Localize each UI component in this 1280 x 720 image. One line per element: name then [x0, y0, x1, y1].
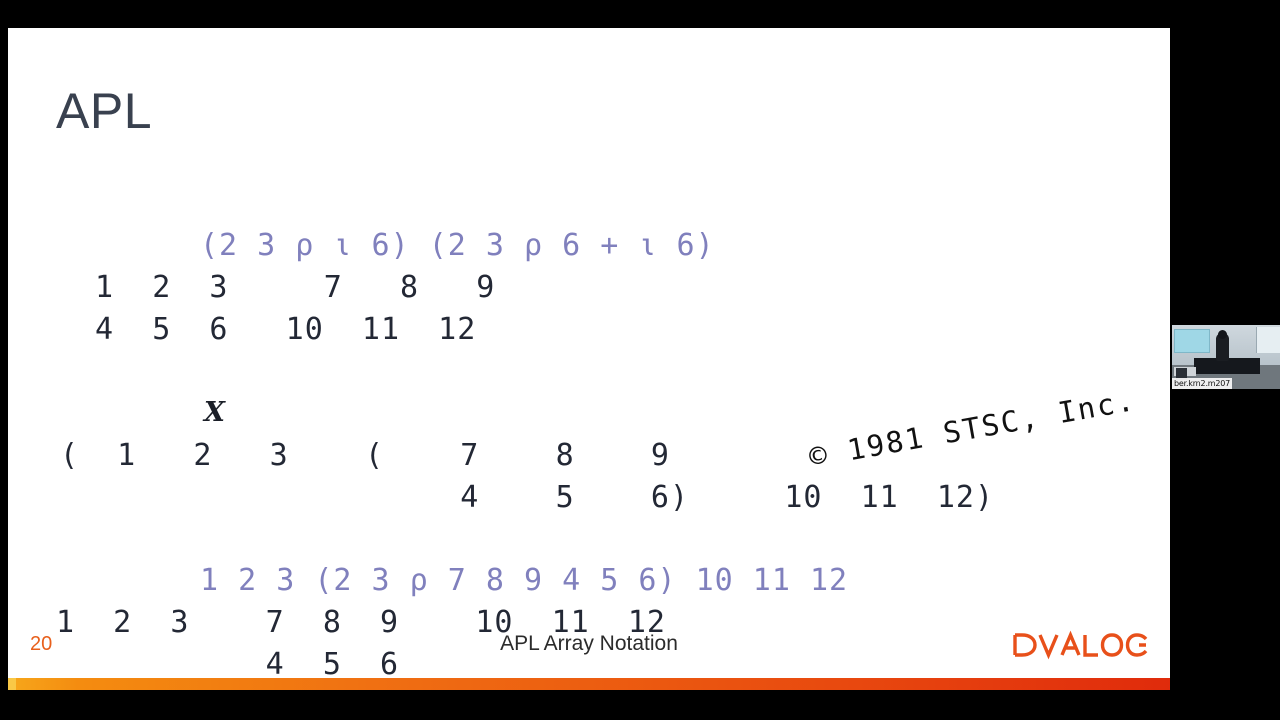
- apl-result-3-row-1: 1 2 3 7 8 9 10 11 12: [56, 605, 666, 640]
- webcam-presenter: [1216, 333, 1229, 361]
- presentation-slide: APL (2 3 ⍴ ⍳ 6) (2 3 ⍴ 6 + ⍳ 6) 1 2 3 7 …: [8, 28, 1170, 690]
- webcam-projection-screen: [1174, 329, 1210, 353]
- footer-accent-bar: [8, 678, 1170, 690]
- apl-result-2-row-2: 4 5 6) 10 11 12): [60, 480, 995, 515]
- webcam-lectern: [1194, 358, 1260, 374]
- webcam-overlay[interactable]: ber.krn2.m207: [1172, 325, 1280, 389]
- webcam-source-label: ber.krn2.m207: [1172, 378, 1233, 389]
- apl-expression-line-3: 1 2 3 (2 3 ⍴ 7 8 9 4 5 6) 10 11 12: [200, 563, 849, 598]
- webcam-chair: [1176, 368, 1187, 380]
- page-title: APL: [56, 83, 153, 139]
- apl-result-1-row-1: 1 2 3 7 8 9: [76, 270, 496, 305]
- dyalog-logo: [1013, 630, 1148, 660]
- footer-deck-title: APL Array Notation: [500, 632, 678, 655]
- copyright-stamp: © 1981 STSC, Inc.: [806, 383, 1139, 474]
- annotation-marker-x: X: [204, 397, 225, 428]
- slide-number: 20: [30, 633, 53, 655]
- apl-result-1-row-2: 4 5 6 10 11 12: [76, 312, 477, 347]
- webcam-presenter-head: [1218, 330, 1227, 339]
- webcam-window: [1256, 327, 1280, 353]
- apl-result-2-row-1: ( 1 2 3 ( 7 8 9: [60, 438, 670, 473]
- apl-result-3-row-2: 4 5 6: [56, 647, 400, 682]
- footer-accent-bar-cap: [8, 678, 16, 690]
- apl-expression-line-1: (2 3 ⍴ ⍳ 6) (2 3 ⍴ 6 + ⍳ 6): [200, 228, 715, 263]
